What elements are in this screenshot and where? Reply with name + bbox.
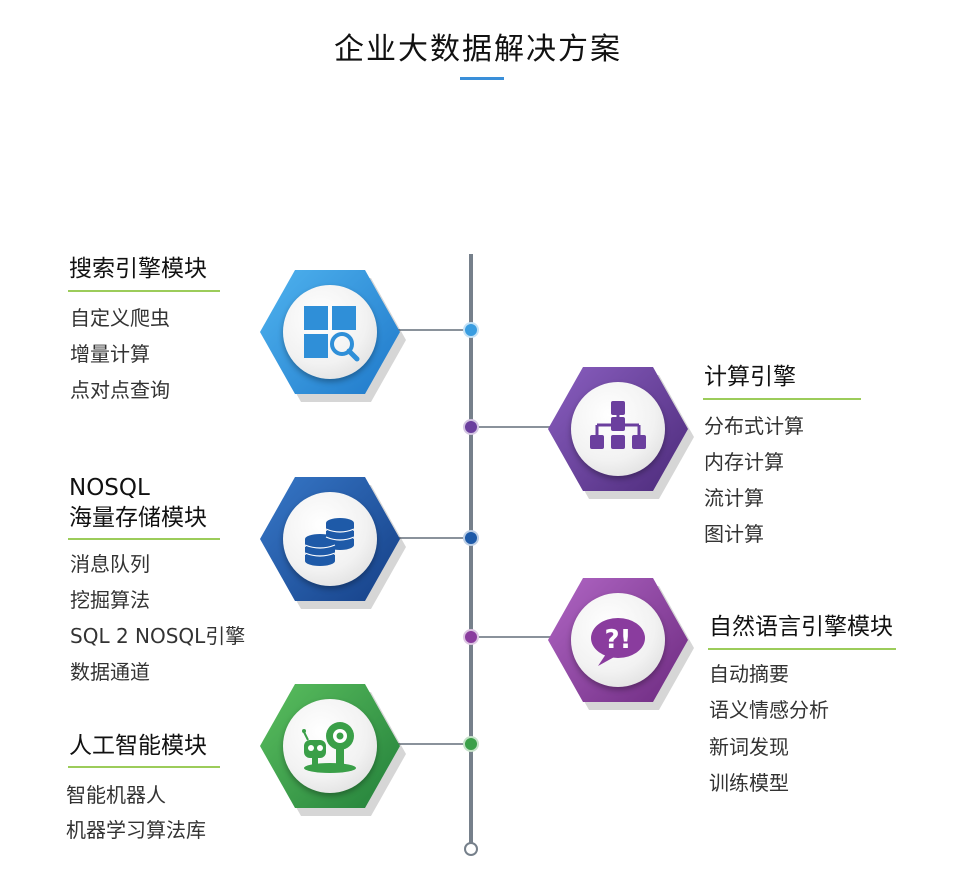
timeline-axis [469,254,473,848]
list-item: 自动摘要 [709,662,789,686]
heading-underline-compute [703,398,861,400]
connector-ai [395,743,469,745]
list-item: 消息队列 [70,552,150,576]
module-heading-ai: 人工智能模块 [69,733,207,759]
page-title: 企业大数据解决方案 [334,32,622,67]
svg-text:?!: ?! [605,625,632,655]
list-item: 智能机器人 [66,783,166,807]
title-underline [460,77,504,80]
hierarchy-icon [590,401,646,449]
module-heading-compute: 计算引擎 [704,364,796,390]
module-storage[interactable] [260,477,406,609]
connector-nlp [473,636,553,638]
list-item: 语义情感分析 [709,698,829,722]
list-item: 内存计算 [704,450,784,474]
module-compute[interactable] [548,367,694,499]
list-item: 分布式计算 [704,414,804,438]
list-item: SQL 2 NOSQL引擎 [70,624,246,648]
module-ai[interactable] [260,684,406,816]
module-heading-search: 搜索引擎模块 [69,256,207,282]
connector-search [395,329,469,331]
timeline-node-ai [463,736,479,752]
timeline-node-nlp [463,629,479,645]
search-grid-icon [304,306,360,362]
speech-bubble-icon: ?! [591,618,645,666]
timeline-end-marker [464,842,478,856]
module-heading-storage-line2: 海量存储模块 [69,505,207,531]
list-item: 挖掘算法 [70,588,150,612]
module-heading-nlp: 自然语言引擎模块 [709,614,893,640]
robot-icon [302,722,356,773]
list-item: 增量计算 [70,342,150,366]
heading-underline-ai [68,766,220,768]
list-item: 自定义爬虫 [70,306,170,330]
module-search[interactable] [260,270,406,402]
module-heading-storage-line1: NOSQL [69,475,150,501]
list-item: 新词发现 [709,735,789,759]
connector-compute [473,426,553,428]
connector-storage [395,537,469,539]
timeline-node-search [463,322,479,338]
list-item: 点对点查询 [70,378,170,402]
list-item: 图计算 [704,522,764,546]
timeline-node-storage [463,530,479,546]
list-item: 训练模型 [709,771,789,795]
heading-underline-nlp [708,648,896,650]
timeline-node-compute [463,419,479,435]
heading-underline-storage [68,538,220,540]
database-stack-icon [304,518,355,566]
heading-underline-search [68,290,220,292]
module-nlp[interactable]: ?! [548,578,694,710]
list-item: 数据通道 [70,660,150,684]
list-item: 机器学习算法库 [66,818,206,842]
list-item: 流计算 [704,486,764,510]
